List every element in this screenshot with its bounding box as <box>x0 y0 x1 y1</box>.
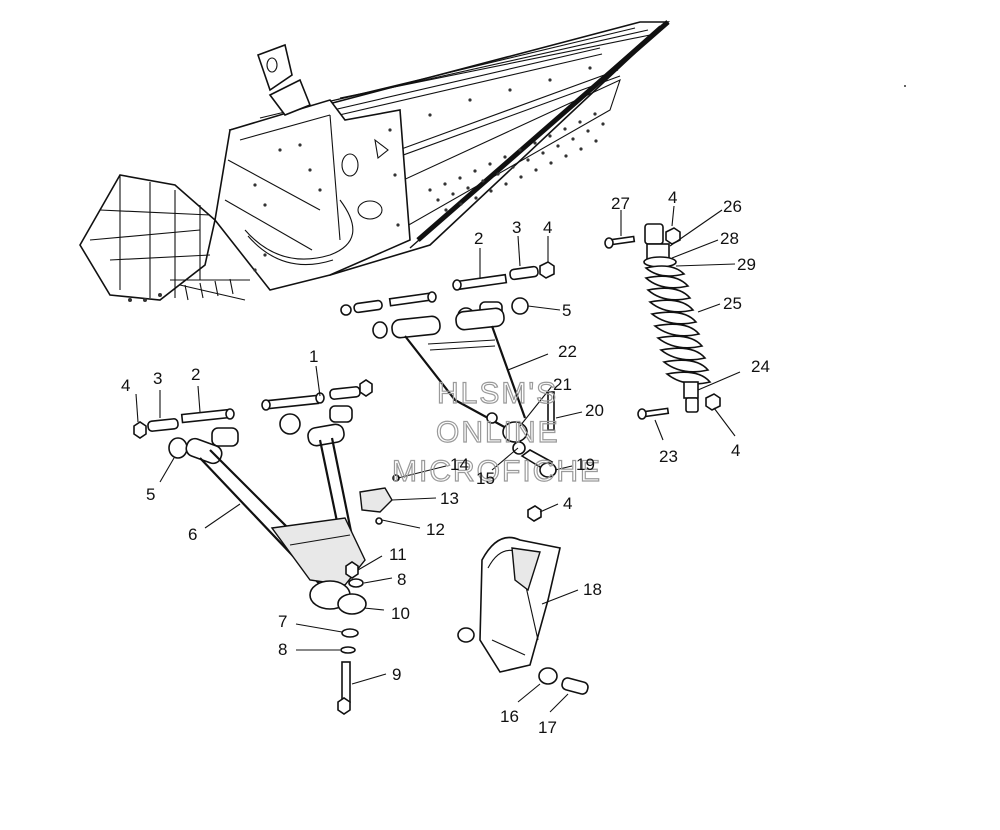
callout-4: 4 <box>543 218 552 237</box>
leader-lines <box>135 205 741 713</box>
callout-5: 5 <box>562 301 571 320</box>
callout-18: 18 <box>583 580 602 599</box>
watermark: HLSM'S ONLINE MICROFICHE <box>391 376 602 488</box>
steering-stop-parts <box>359 474 542 525</box>
upper-a-arm <box>391 307 528 455</box>
callout-1: 1 <box>309 347 318 366</box>
callout-28: 28 <box>720 229 739 248</box>
callout-12: 12 <box>426 520 445 539</box>
speck <box>904 85 906 87</box>
lower-a-arm <box>185 423 367 715</box>
spindle <box>457 536 589 695</box>
callout-15: 15 <box>476 469 495 488</box>
callout-10: 10 <box>391 604 410 623</box>
watermark-line-2: ONLINE <box>436 416 560 449</box>
callout-24: 24 <box>751 357 770 376</box>
callout-4: 4 <box>731 441 740 460</box>
callout-4: 4 <box>563 494 572 513</box>
callout-27: 27 <box>611 194 630 213</box>
watermark-line-3: MICROFICHE <box>392 455 602 488</box>
watermark-line-1: HLSM'S <box>437 377 558 410</box>
callout-3: 3 <box>512 218 521 237</box>
callout-26: 26 <box>723 197 742 216</box>
callout-23: 23 <box>659 447 678 466</box>
callout-3: 3 <box>153 369 162 388</box>
callout-19: 19 <box>576 455 595 474</box>
callout-11: 11 <box>389 545 407 564</box>
callout-4: 4 <box>668 188 677 207</box>
callout-6: 6 <box>188 525 197 544</box>
upper-right-pivot-hardware <box>340 261 555 339</box>
callout-7: 7 <box>278 612 287 631</box>
callout-13: 13 <box>440 489 459 508</box>
callout-5: 5 <box>146 485 155 504</box>
callout-9: 9 <box>392 665 401 684</box>
chassis-frame <box>79 20 671 302</box>
callout-29: 29 <box>737 255 756 274</box>
callout-8: 8 <box>397 570 406 589</box>
callout-17: 17 <box>538 718 557 737</box>
rivet-pattern <box>428 112 605 212</box>
callout-4: 4 <box>121 376 130 395</box>
callout-14: 14 <box>450 455 469 474</box>
callout-2: 2 <box>474 229 483 248</box>
ball-joint <box>520 391 557 478</box>
lower-pivot-hardware <box>133 379 373 459</box>
callout-2: 2 <box>191 365 200 384</box>
callout-21: 21 <box>553 375 572 394</box>
callout-20: 20 <box>585 401 604 420</box>
callout-8: 8 <box>278 640 287 659</box>
callout-16: 16 <box>500 707 519 726</box>
callout-numbers: 27 4 26 28 29 25 24 23 4 2 3 4 5 22 21 2… <box>121 188 770 737</box>
callout-25: 25 <box>723 294 742 313</box>
shock-absorber <box>604 223 721 420</box>
callout-22: 22 <box>558 342 577 361</box>
